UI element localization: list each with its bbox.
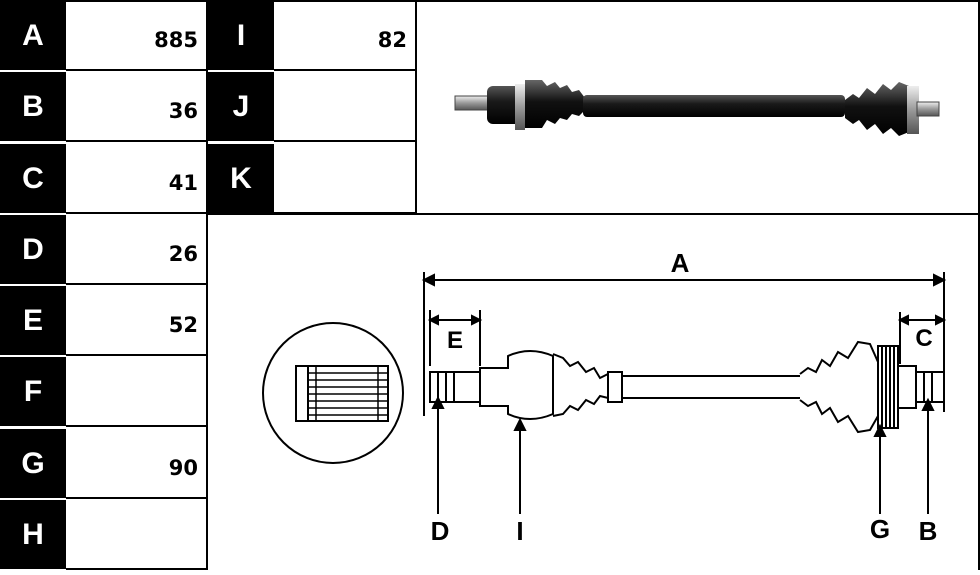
photo-left-boot xyxy=(525,80,585,128)
technical-drawing-svg: A E C D I G B xyxy=(262,248,947,546)
dim-label-d: D xyxy=(431,516,450,546)
spec-label-g: G xyxy=(0,429,66,498)
spec-value-d: 26 xyxy=(66,214,206,285)
dim-label-i: I xyxy=(516,516,523,546)
technical-drawing: A E C D I G B xyxy=(208,216,980,570)
spec-label-e: E xyxy=(0,286,66,355)
dim-label-b: B xyxy=(919,516,938,546)
frame-top xyxy=(0,0,980,2)
spec-label-h: H xyxy=(0,500,66,569)
dim-label-a: A xyxy=(671,248,690,278)
spec-value-e: 52 xyxy=(66,285,206,356)
photo-left-stub xyxy=(454,95,490,111)
spec-value-j xyxy=(274,71,415,142)
dim-label-g: G xyxy=(870,514,890,544)
spec-label-j: J xyxy=(208,72,274,141)
spec-value-c: 41 xyxy=(66,143,206,214)
dim-label-c: C xyxy=(915,325,932,352)
spec-value-a: 885 xyxy=(66,0,206,71)
spec-label-d: D xyxy=(0,215,66,284)
spec-label-f: F xyxy=(0,357,66,426)
spec-label-c: C xyxy=(0,144,66,213)
shaft-outline xyxy=(429,340,945,434)
dim-label-e: E xyxy=(447,327,463,354)
spec-value-i: 82 xyxy=(274,0,415,71)
photo-right-ring xyxy=(907,86,919,134)
spec-label-i: I xyxy=(208,1,274,70)
photo-right-stub xyxy=(916,101,940,117)
divider-photo xyxy=(415,0,417,215)
spec-value-h xyxy=(66,499,206,570)
divider-photo-bottom xyxy=(206,213,980,215)
spec-label-a: A xyxy=(0,1,66,70)
spec-label-k: K xyxy=(208,144,274,213)
spline-detail-callout xyxy=(262,322,404,464)
spec-value-f xyxy=(66,356,206,427)
photo-shaft xyxy=(583,95,845,117)
drive-shaft-photo xyxy=(417,2,978,213)
spec-value-b: 36 xyxy=(66,71,206,142)
divider-left-column xyxy=(206,0,208,570)
spec-label-b: B xyxy=(0,72,66,141)
drive-shaft-photo-svg xyxy=(454,80,940,136)
photo-left-ring xyxy=(515,84,525,130)
spec-value-k xyxy=(274,143,415,214)
photo-right-boot xyxy=(845,82,909,136)
dimension-lines xyxy=(421,272,947,514)
spec-value-g: 90 xyxy=(66,428,206,499)
frame-right xyxy=(978,0,980,570)
